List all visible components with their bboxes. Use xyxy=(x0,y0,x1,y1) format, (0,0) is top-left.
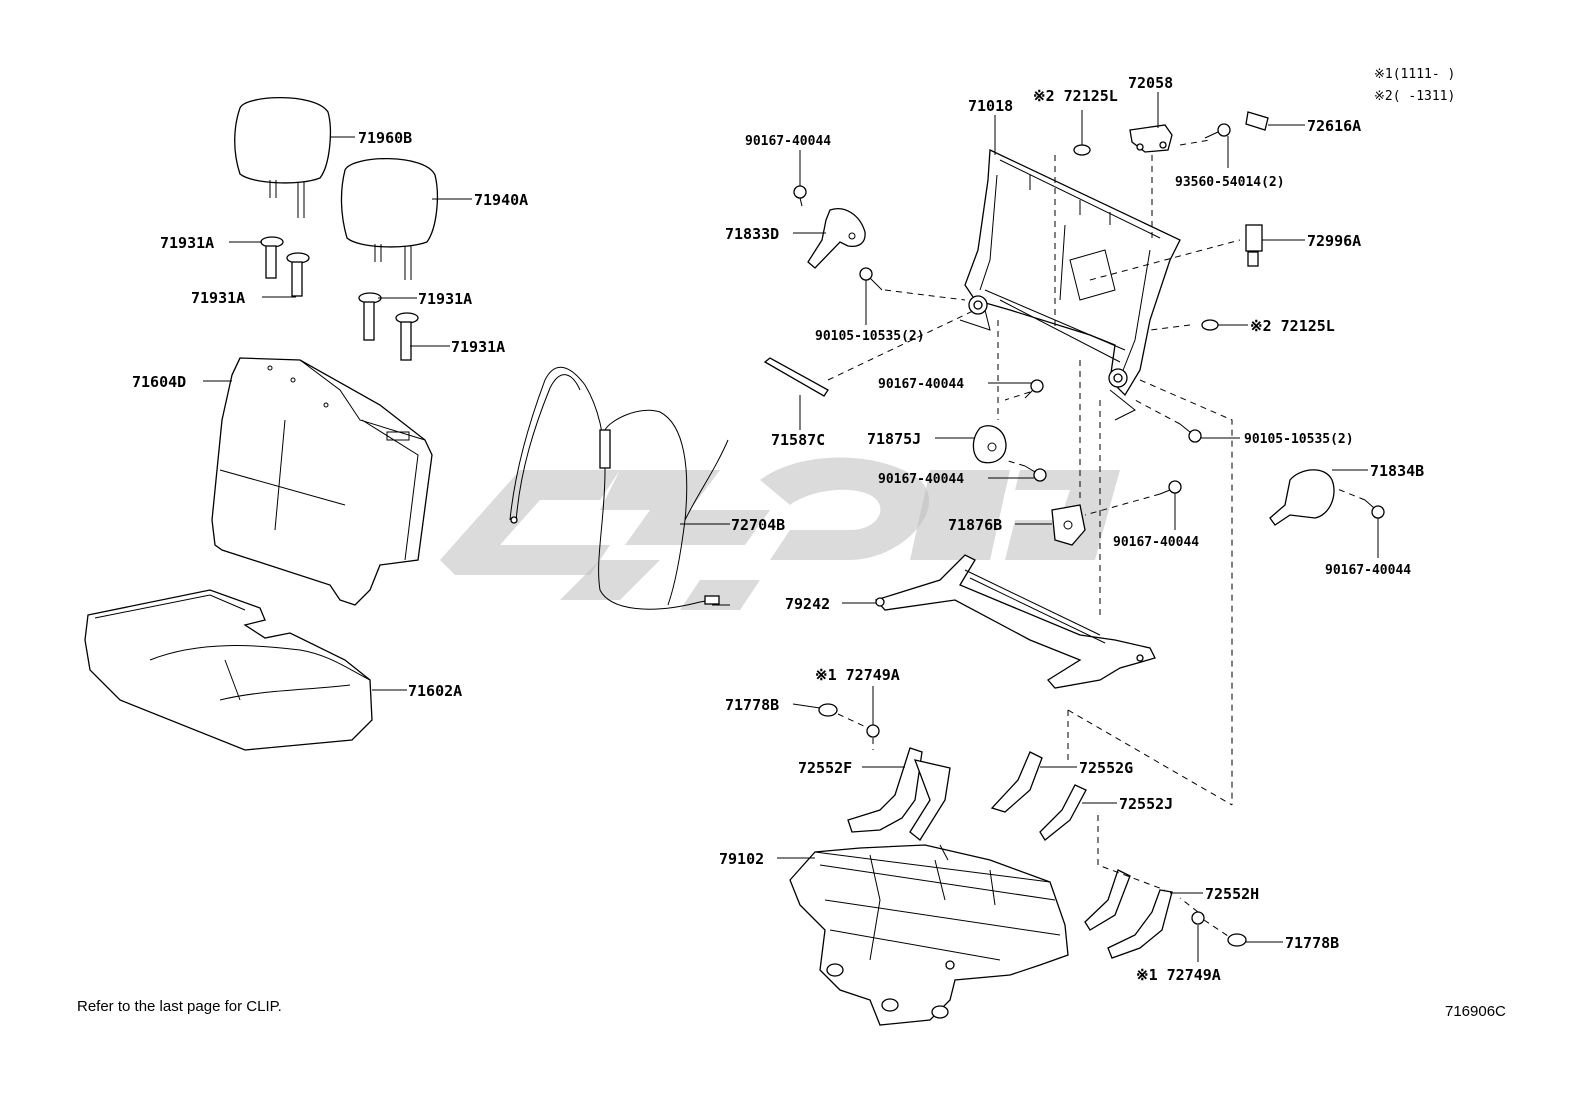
label-72552J[interactable]: 72552J xyxy=(1119,795,1173,813)
label-72125L-mid[interactable]: ※2 72125L xyxy=(1250,317,1335,335)
support-71931A-4 xyxy=(395,312,419,361)
plate-72616A xyxy=(1245,111,1269,131)
label-71931A-4[interactable]: 71931A xyxy=(451,338,505,356)
screw-90167-40044-4 xyxy=(1159,480,1182,495)
screw-90167-40044-5 xyxy=(1364,499,1385,519)
lock-72996A xyxy=(1245,224,1263,267)
bracket-72552H xyxy=(1084,869,1173,959)
bolt-90105-10535-1 xyxy=(859,267,883,291)
label-93560-54014[interactable]: 93560-54014(2) xyxy=(1175,175,1285,190)
clip-72125L-mid xyxy=(1201,319,1219,331)
label-90105-10535-1[interactable]: 90105-10535(2) xyxy=(815,329,925,344)
leader-lines xyxy=(203,92,1379,962)
legend-note-1: ※1(1111- ) xyxy=(1374,67,1455,82)
support-71931A-2 xyxy=(286,252,310,297)
label-71587C[interactable]: 71587C xyxy=(771,431,825,449)
label-71018[interactable]: 71018 xyxy=(968,97,1013,115)
label-72552G[interactable]: 72552G xyxy=(1079,759,1133,777)
label-71931A-3[interactable]: 71931A xyxy=(418,290,472,308)
rod-assembly-79242 xyxy=(874,554,1156,689)
label-71834B[interactable]: 71834B xyxy=(1370,462,1424,480)
label-71604D[interactable]: 71604D xyxy=(132,373,186,391)
nut-72749A-bottom xyxy=(1191,911,1205,925)
support-71931A-1 xyxy=(260,236,284,279)
screw-90167-40044-2 xyxy=(1024,379,1044,399)
label-90167-40044-1[interactable]: 90167-40044 xyxy=(745,134,831,149)
label-72704B[interactable]: 72704B xyxy=(731,516,785,534)
label-90167-40044-4[interactable]: 90167-40044 xyxy=(1113,535,1199,550)
label-71778B-left[interactable]: 71778B xyxy=(725,696,779,714)
cap-71778B-left xyxy=(818,703,838,717)
headrest-71960B xyxy=(234,97,332,218)
strip-71587C xyxy=(763,357,829,397)
cover-71875J xyxy=(972,425,1007,464)
cover-71833D xyxy=(807,208,866,269)
label-72058[interactable]: 72058 xyxy=(1128,74,1173,92)
support-71931A-3 xyxy=(358,292,382,341)
label-71875J[interactable]: 71875J xyxy=(867,430,921,448)
label-71960B[interactable]: 71960B xyxy=(358,129,412,147)
label-71833D[interactable]: 71833D xyxy=(725,225,779,243)
legend-note-2: ※2( -1311) xyxy=(1374,89,1455,104)
screw-90167-40044-1 xyxy=(793,185,807,207)
cap-71778B-right xyxy=(1227,933,1247,947)
cable-72704B xyxy=(509,367,730,610)
label-71940A[interactable]: 71940A xyxy=(474,191,528,209)
seat-cushion-71602A xyxy=(84,589,373,751)
label-90105-10535-2[interactable]: 90105-10535(2) xyxy=(1244,432,1354,447)
label-79242[interactable]: 79242 xyxy=(785,595,830,613)
bracket-72058 xyxy=(1129,124,1173,153)
assembly-lines xyxy=(827,139,1366,937)
headrest-71940A xyxy=(340,157,439,280)
label-71778B-right[interactable]: 71778B xyxy=(1285,934,1339,952)
watermark-logo xyxy=(440,457,1120,610)
bolt-90105-10535-2 xyxy=(1179,423,1202,443)
label-72996A[interactable]: 72996A xyxy=(1307,232,1361,250)
label-90167-40044-3[interactable]: 90167-40044 xyxy=(878,472,964,487)
bolt-93560-54014 xyxy=(1204,123,1231,139)
label-72552F[interactable]: 72552F xyxy=(798,759,852,777)
bracket-72552J xyxy=(1039,784,1087,841)
label-71876B[interactable]: 71876B xyxy=(948,516,1002,534)
bracket-72552G xyxy=(990,751,1043,813)
label-72552H[interactable]: 72552H xyxy=(1205,885,1259,903)
part-labels: 71960B 71940A 71931A 71931A 71931A 71931… xyxy=(132,74,1424,984)
label-71931A-2[interactable]: 71931A xyxy=(191,289,245,307)
seatback-frame-71018 xyxy=(959,149,1181,421)
label-72749A-bottom[interactable]: ※1 72749A xyxy=(1136,966,1221,984)
label-79102[interactable]: 79102 xyxy=(719,850,764,868)
diagram-code: 716906C xyxy=(1445,1003,1506,1020)
cover-71876B xyxy=(1051,504,1086,546)
label-72749A-top[interactable]: ※1 72749A xyxy=(815,666,900,684)
nut-72749A-top xyxy=(866,724,880,738)
footer-note: Refer to the last page for CLIP. xyxy=(77,998,282,1015)
label-90167-40044-2[interactable]: 90167-40044 xyxy=(878,377,964,392)
label-90167-40044-5[interactable]: 90167-40044 xyxy=(1325,563,1411,578)
label-72125L-top[interactable]: ※2 72125L xyxy=(1033,87,1118,105)
label-71602A[interactable]: 71602A xyxy=(408,682,462,700)
seatback-cover-71604D xyxy=(211,357,433,606)
screw-90167-40044-3 xyxy=(1024,465,1047,482)
label-72616A[interactable]: 72616A xyxy=(1307,117,1361,135)
bracket-72552F xyxy=(847,747,951,841)
clip-72125L-top xyxy=(1073,144,1091,156)
legend-notes: ※1(1111- ) ※2( -1311) xyxy=(1374,67,1455,104)
seat-frame-79102 xyxy=(789,844,1069,1026)
label-71931A-1[interactable]: 71931A xyxy=(160,234,214,252)
cover-71834B xyxy=(1269,469,1335,526)
